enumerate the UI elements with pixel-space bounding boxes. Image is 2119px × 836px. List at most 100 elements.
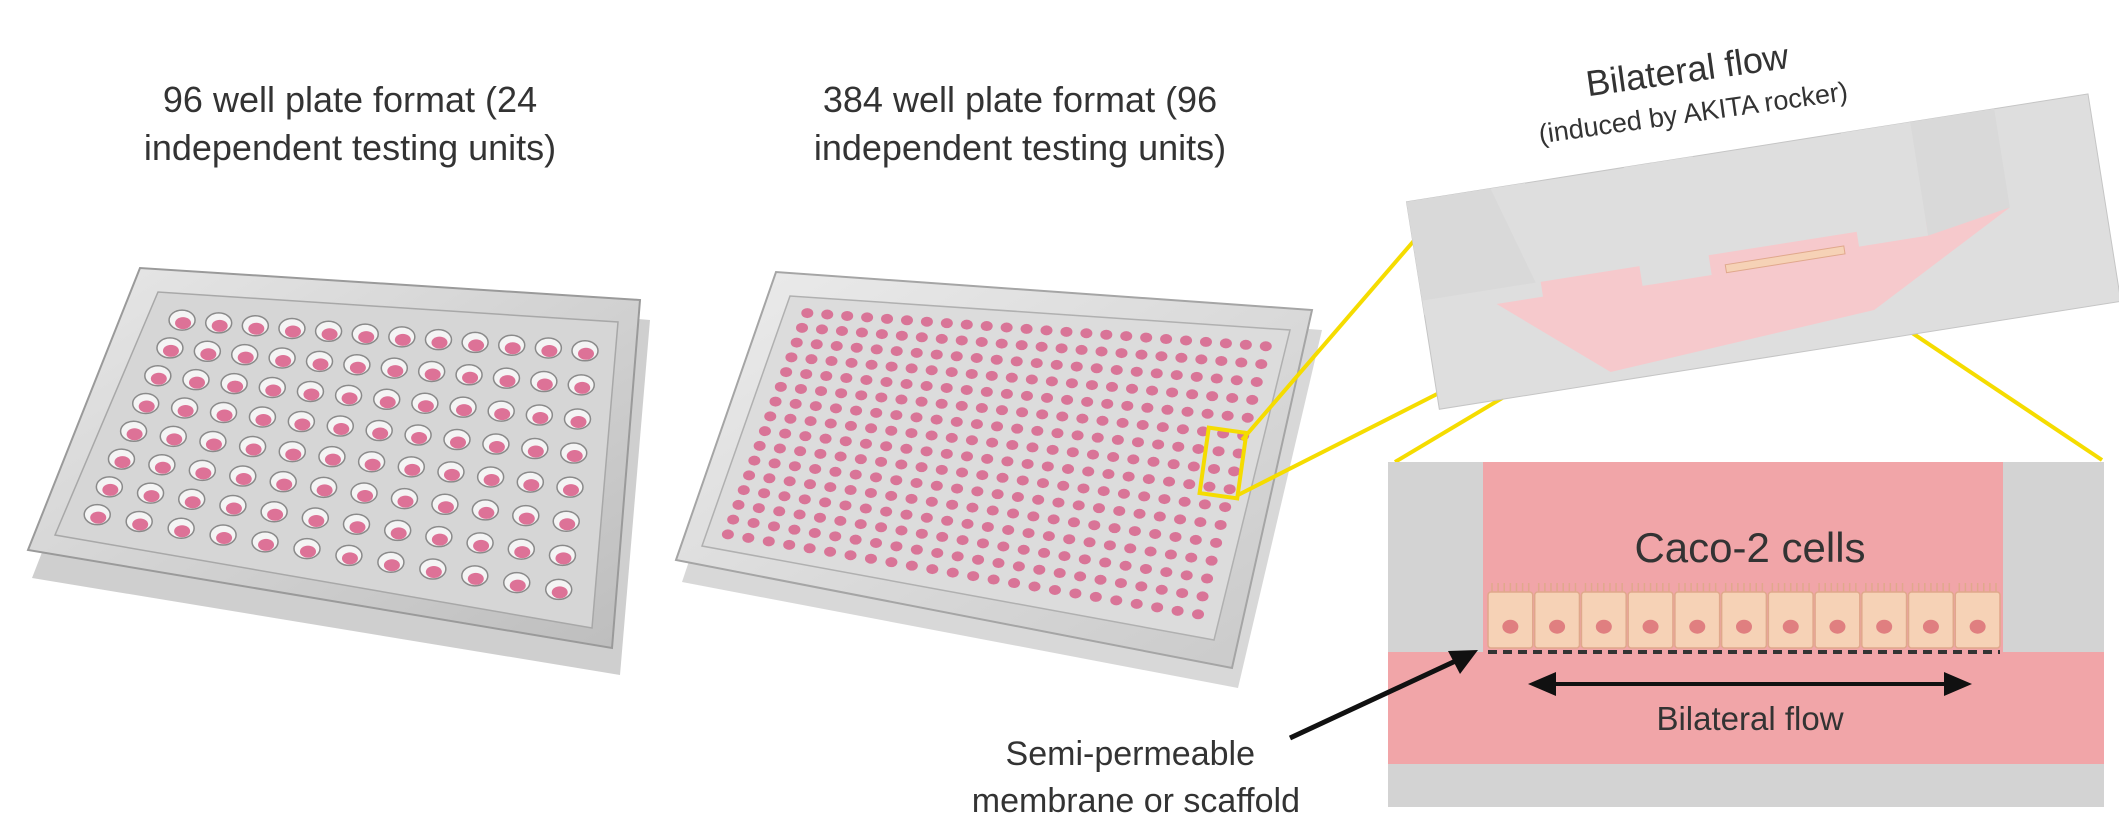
well-384 bbox=[845, 357, 858, 368]
well-384 bbox=[855, 390, 868, 401]
well-384 bbox=[748, 455, 761, 466]
well-96-medium bbox=[175, 317, 192, 330]
well-96-medium bbox=[424, 368, 441, 381]
bilateral-flow-arrow bbox=[1528, 672, 1972, 696]
well-384 bbox=[965, 368, 978, 379]
well-384 bbox=[1060, 326, 1073, 337]
well-384 bbox=[834, 451, 847, 462]
well-384 bbox=[1119, 560, 1132, 571]
well-384 bbox=[1047, 514, 1060, 525]
well-384 bbox=[895, 394, 908, 405]
well-384 bbox=[793, 509, 806, 520]
well-384 bbox=[881, 313, 894, 324]
well-384 bbox=[1051, 428, 1064, 439]
well-96-medium bbox=[333, 423, 350, 436]
well-384 bbox=[950, 416, 963, 427]
well-384 bbox=[1166, 387, 1179, 398]
well-384 bbox=[763, 473, 776, 484]
well-96-medium bbox=[303, 388, 320, 401]
well-96-medium bbox=[267, 508, 284, 521]
well-384 bbox=[1036, 409, 1049, 420]
well-384 bbox=[910, 477, 923, 488]
well-384 bbox=[1027, 511, 1040, 522]
well-96-medium bbox=[102, 483, 119, 496]
well-384 bbox=[905, 363, 918, 374]
cell-nucleus bbox=[1549, 619, 1566, 634]
well-384 bbox=[834, 515, 847, 526]
well-96-medium bbox=[294, 418, 311, 431]
well-384 bbox=[1001, 456, 1014, 467]
well-96-medium bbox=[394, 333, 411, 346]
well-384 bbox=[1110, 364, 1123, 375]
well-384 bbox=[946, 499, 959, 510]
cell-nucleus bbox=[1876, 619, 1893, 634]
well-384 bbox=[805, 354, 818, 365]
well-384 bbox=[784, 413, 797, 424]
well-384 bbox=[1239, 339, 1252, 350]
well-384 bbox=[970, 352, 983, 363]
well-384 bbox=[910, 412, 923, 423]
well-384 bbox=[1146, 385, 1159, 396]
well-96-medium bbox=[397, 495, 414, 508]
well-384 bbox=[789, 398, 802, 409]
well-384 bbox=[1089, 591, 1102, 602]
well-96-medium bbox=[162, 344, 179, 357]
well-384 bbox=[1046, 444, 1059, 455]
well-384 bbox=[995, 338, 1008, 349]
well-384 bbox=[1042, 531, 1055, 542]
well-384 bbox=[737, 485, 750, 496]
well-384 bbox=[905, 560, 918, 571]
membrane-label: Semi-permeable membrane or scaffold bbox=[972, 735, 1300, 820]
well-384 bbox=[839, 436, 852, 447]
well-384 bbox=[1241, 412, 1254, 423]
well-384 bbox=[859, 503, 872, 514]
well-384 bbox=[895, 330, 908, 341]
well-384 bbox=[1138, 491, 1151, 502]
well-384 bbox=[794, 446, 807, 457]
well-384 bbox=[780, 367, 793, 378]
plate-96-title-line2: independent testing units) bbox=[144, 127, 556, 168]
well-384 bbox=[1040, 325, 1053, 336]
well-384 bbox=[788, 524, 801, 535]
well-384 bbox=[1063, 534, 1076, 545]
well-384 bbox=[1207, 463, 1220, 474]
well-384 bbox=[1221, 410, 1234, 421]
well-384 bbox=[900, 443, 913, 454]
well-96-medium bbox=[308, 514, 325, 527]
well-384 bbox=[824, 482, 837, 493]
well-384 bbox=[1000, 322, 1013, 333]
well-384 bbox=[758, 426, 771, 437]
well-384 bbox=[1178, 496, 1191, 507]
well-384 bbox=[844, 550, 857, 561]
plate-384-title-line2: independent testing units) bbox=[814, 127, 1226, 168]
well-384 bbox=[1226, 393, 1239, 404]
well-96-medium bbox=[211, 319, 228, 332]
well-384 bbox=[1058, 551, 1071, 562]
well-96-medium bbox=[417, 400, 434, 413]
well-384 bbox=[986, 505, 999, 516]
plate-384-wells bbox=[721, 308, 1272, 620]
well-384 bbox=[854, 454, 867, 465]
well-384 bbox=[1195, 354, 1208, 365]
well-384 bbox=[980, 321, 993, 332]
well-384 bbox=[875, 522, 888, 533]
well-96-medium bbox=[523, 479, 540, 492]
well-384 bbox=[1139, 563, 1152, 574]
well-384 bbox=[850, 405, 863, 416]
well-384 bbox=[1135, 581, 1148, 592]
well-384 bbox=[850, 342, 863, 353]
well-96-medium bbox=[237, 351, 254, 364]
well-384 bbox=[1228, 466, 1241, 477]
well-384 bbox=[1133, 508, 1146, 519]
well-384 bbox=[1067, 517, 1080, 528]
well-384 bbox=[870, 407, 883, 418]
well-384 bbox=[1223, 484, 1236, 495]
well-384 bbox=[970, 419, 983, 430]
well-96-medium bbox=[574, 381, 591, 394]
well-384 bbox=[915, 528, 928, 539]
well-384 bbox=[920, 512, 933, 523]
plate-96-title-line1: 96 well plate format (24 bbox=[163, 79, 537, 120]
well-384 bbox=[829, 403, 842, 414]
well-384 bbox=[1095, 346, 1108, 357]
well-384 bbox=[769, 396, 782, 407]
